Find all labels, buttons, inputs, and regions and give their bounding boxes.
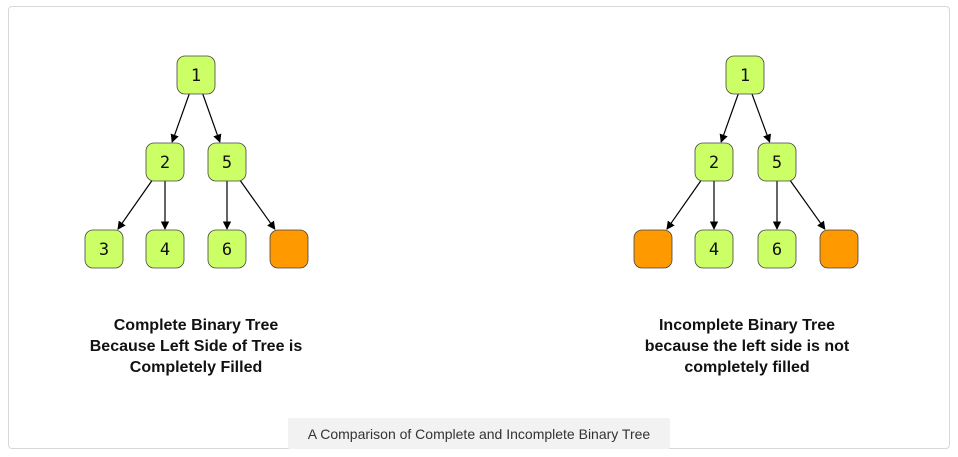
caption-line: Complete Binary Tree	[113, 317, 279, 334]
tree-node-root: 1	[725, 55, 765, 95]
node-box	[207, 229, 247, 269]
node-box	[207, 142, 247, 182]
tree-edge-arrow	[666, 180, 702, 230]
node-box	[145, 229, 185, 269]
node-box	[145, 142, 185, 182]
node-box	[725, 55, 765, 95]
caption-line: completely filled	[684, 359, 810, 376]
node-label: 6	[772, 240, 782, 260]
tree-node-left-left-leaf-empty	[633, 229, 673, 269]
node-box	[694, 229, 734, 269]
node-box	[269, 229, 309, 269]
tree-node-left-child: 2	[145, 142, 185, 182]
node-label: 3	[99, 240, 109, 260]
node-box	[757, 229, 797, 269]
tree-edge-arrow	[719, 93, 739, 143]
complete-tree-caption: Complete Binary Tree Because Left Side o…	[46, 315, 346, 378]
caption-line: Completely Filled	[129, 359, 263, 376]
node-box	[84, 229, 124, 269]
tree-edge-arrow	[751, 93, 771, 143]
tree-node-right-left-leaf: 6	[207, 229, 247, 269]
node-label: 2	[709, 153, 719, 173]
incomplete-tree: 1 2 5 4 6	[633, 55, 859, 269]
node-box	[633, 229, 673, 269]
node-label: 1	[740, 66, 750, 86]
node-label: 6	[222, 240, 232, 260]
tree-edge-arrow	[202, 93, 222, 143]
tree-node-right-child: 5	[757, 142, 797, 182]
tree-node-left-left-leaf: 3	[84, 229, 124, 269]
caption-line: because the left side is not	[644, 338, 850, 355]
tree-node-right-left-leaf: 6	[757, 229, 797, 269]
node-box	[819, 229, 859, 269]
node-label: 5	[222, 153, 232, 173]
tree-node-right-child: 5	[207, 142, 247, 182]
tree-node-root: 1	[176, 55, 216, 95]
tree-node-right-right-leaf-empty	[269, 229, 309, 269]
tree-edge-arrow	[790, 180, 826, 230]
node-label: 5	[772, 153, 782, 173]
figure-caption: A Comparison of Complete and Incomplete …	[288, 418, 670, 449]
caption-line: Incomplete Binary Tree	[658, 317, 836, 334]
tree-edge-arrow	[117, 180, 153, 230]
complete-tree: 1 2 5 3 4 6	[84, 55, 309, 269]
node-label: 2	[160, 153, 170, 173]
tree-node-right-right-leaf-empty	[819, 229, 859, 269]
tree-node-left-right-leaf: 4	[145, 229, 185, 269]
node-box	[757, 142, 797, 182]
tree-edge-arrow	[240, 180, 276, 230]
node-box	[176, 55, 216, 95]
node-label: 1	[191, 66, 201, 86]
tree-node-left-child: 2	[694, 142, 734, 182]
caption-line: Because Left Side of Tree is	[89, 338, 303, 355]
tree-node-left-right-leaf: 4	[694, 229, 734, 269]
incomplete-tree-caption: Incomplete Binary Tree because the left …	[597, 315, 897, 378]
node-box	[694, 142, 734, 182]
tree-edge-arrow	[170, 93, 190, 143]
node-label: 4	[160, 240, 170, 260]
node-label: 4	[709, 240, 719, 260]
